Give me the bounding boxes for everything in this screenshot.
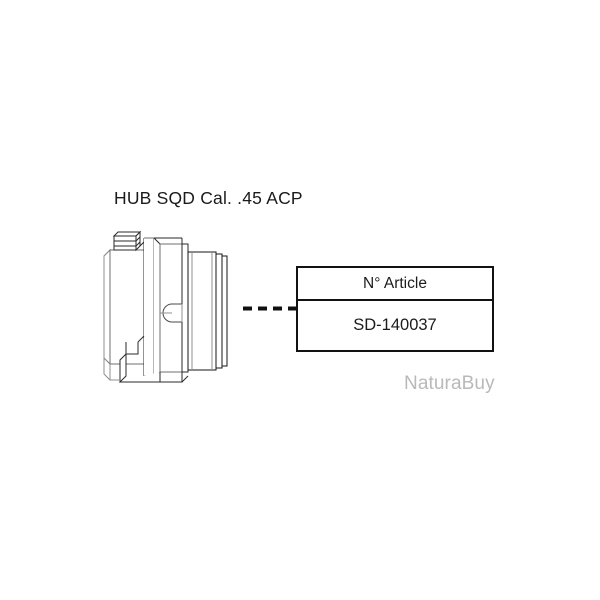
article-reference-table: N° Article SD-140037 bbox=[296, 266, 494, 352]
page-title: HUB SQD Cal. .45 ACP bbox=[114, 188, 303, 208]
table-header-row: N° Article bbox=[298, 268, 492, 301]
article-number-value: SD-140037 bbox=[353, 316, 437, 334]
part-drawing-svg bbox=[103, 230, 228, 384]
table-header-article-number: N° Article bbox=[363, 274, 427, 292]
leader-line-svg bbox=[243, 306, 299, 311]
technical-line-drawing-muzzle-part bbox=[96, 222, 256, 392]
naturabuy-watermark: NaturaBuy bbox=[404, 373, 495, 394]
dashed-leader-line bbox=[243, 306, 299, 311]
table-row: SD-140037 bbox=[298, 301, 492, 350]
